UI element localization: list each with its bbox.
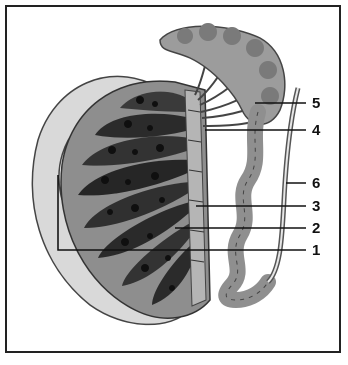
callout-label-1: 1 [312,242,320,259]
callout-label-3: 3 [312,198,320,215]
callout-label-5: 5 [312,95,320,112]
callout-label-4: 4 [312,122,321,139]
callout-label-2: 2 [312,220,320,237]
callout-label-6: 6 [312,175,320,192]
